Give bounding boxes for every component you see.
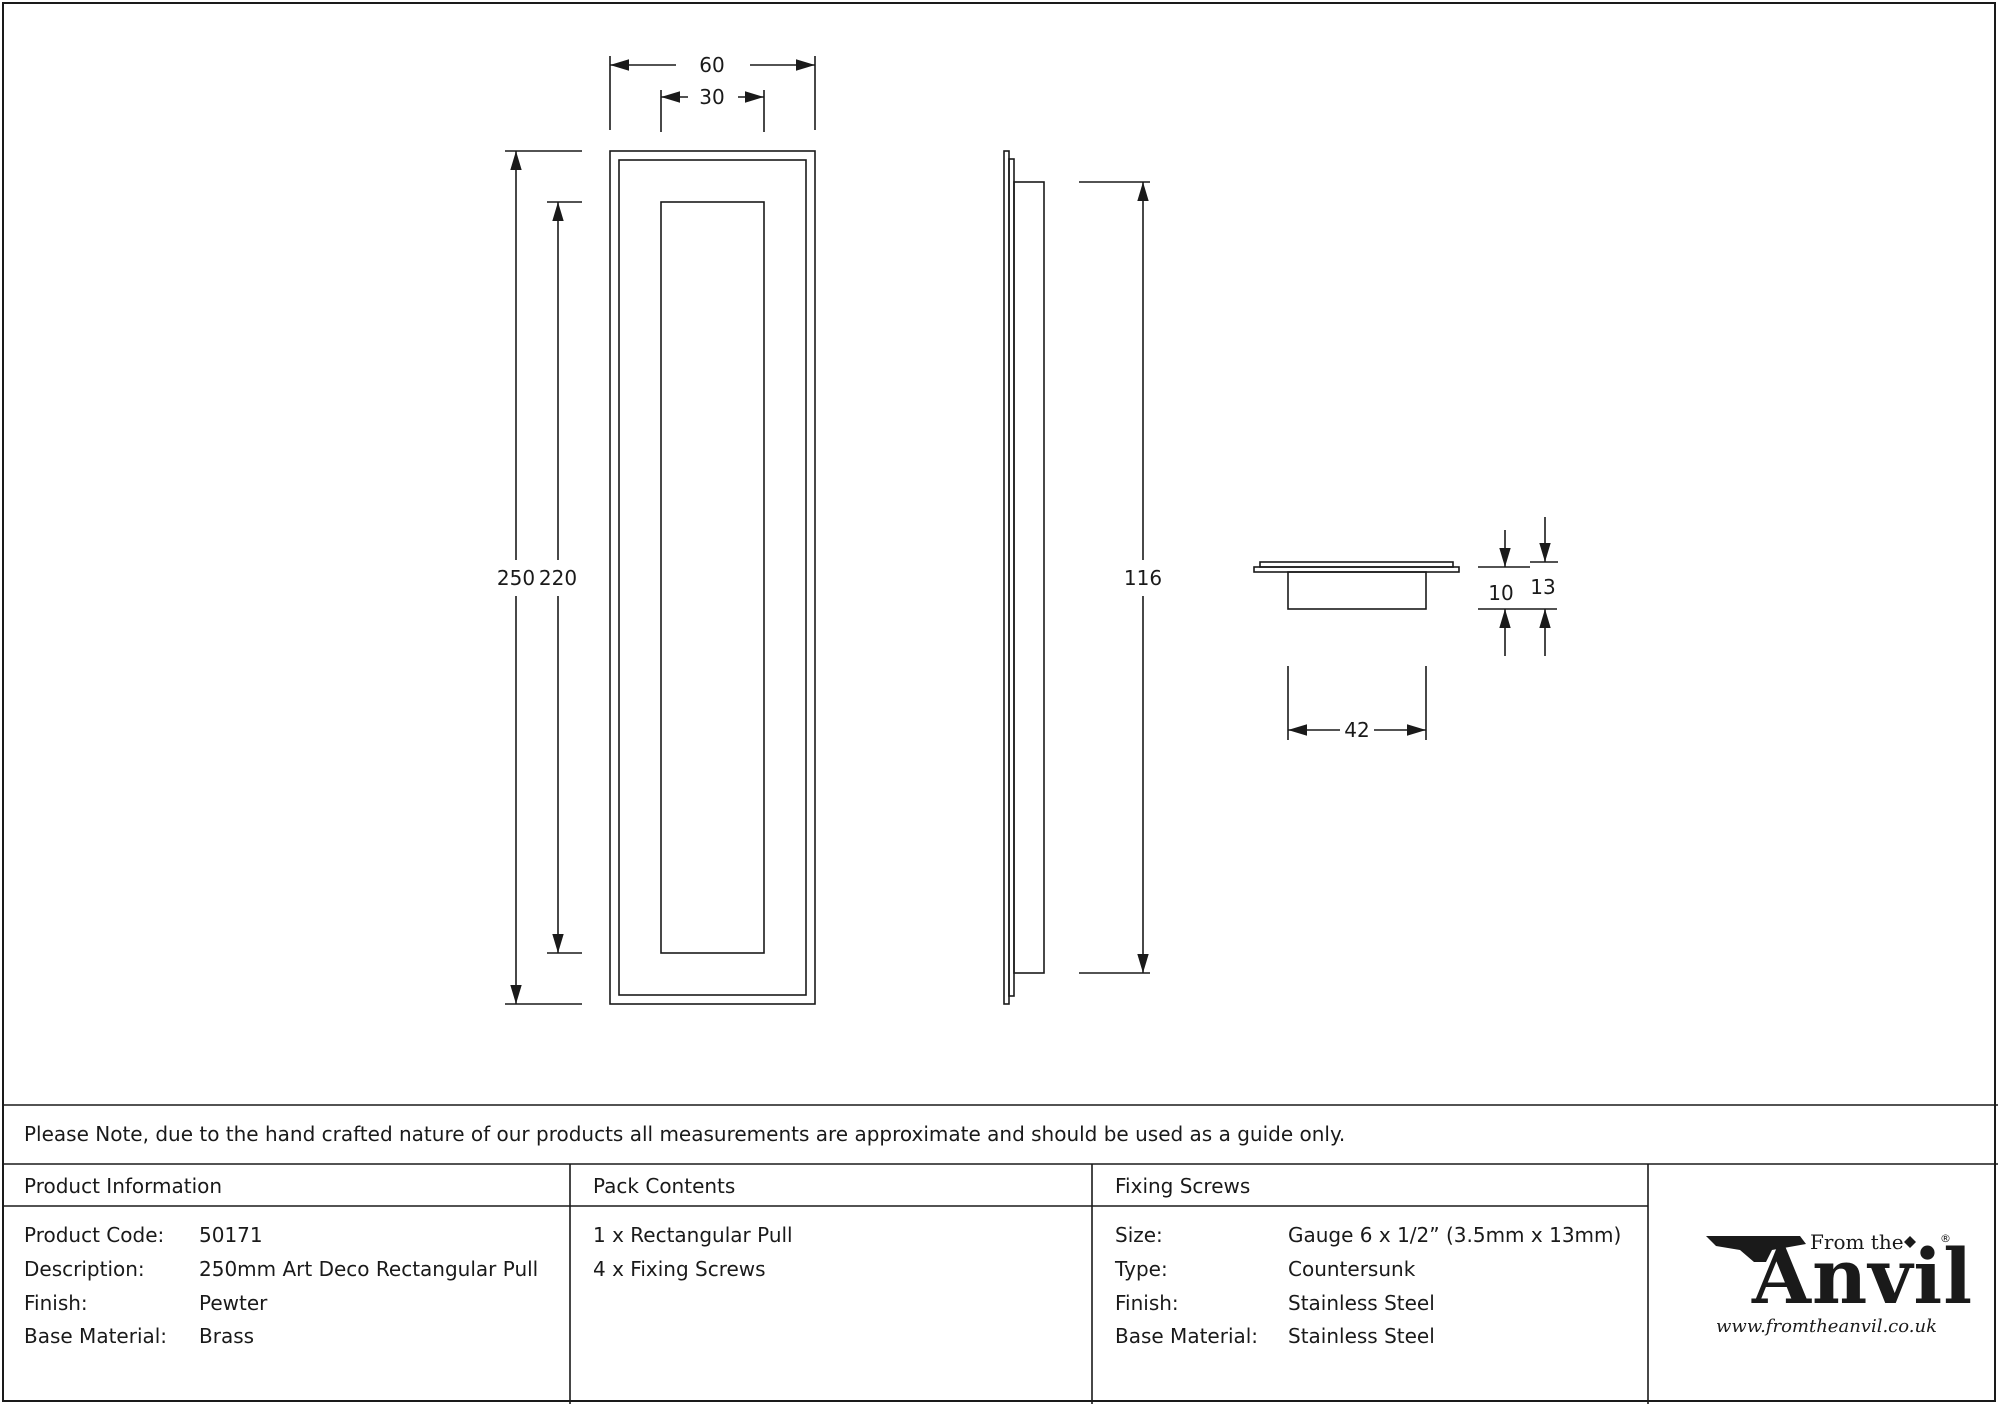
fixing-screws-heading: Fixing Screws (1115, 1174, 1251, 1198)
dim-text-10: 10 (1488, 581, 1513, 605)
dim-text-13: 13 (1530, 575, 1555, 599)
base-material-label: Base Material: (24, 1324, 168, 1348)
product-info-heading: Product Information (24, 1174, 223, 1198)
anvil-logo-icon (1706, 1236, 1916, 1262)
dim-text-30: 30 (699, 85, 724, 109)
screw-base-material-value: Stainless Steel (1288, 1324, 1435, 1348)
title-block-lines (2, 1104, 1998, 1404)
screw-finish-value: Stainless Steel (1288, 1291, 1435, 1315)
finish-label: Finish: (24, 1291, 88, 1315)
disclaimer-note: Please Note, due to the hand crafted nat… (24, 1122, 1346, 1146)
pack-item: 1 x Rectangular Pull (593, 1223, 793, 1247)
description-label: Description: (24, 1257, 145, 1281)
logo-registered-mark: ® (1940, 1232, 1951, 1245)
dim-text-250: 250 (497, 566, 535, 590)
logo-from-the: From the (1810, 1230, 1904, 1254)
screw-type-label: Type: (1115, 1257, 1168, 1281)
screw-finish-label: Finish: (1115, 1291, 1179, 1315)
product-code-value: 50171 (199, 1223, 263, 1247)
base-material-value: Brass (199, 1324, 255, 1348)
side-view (1003, 150, 1150, 1005)
screw-size-label: Size: (1115, 1223, 1163, 1247)
screw-type-value: Countersunk (1288, 1257, 1416, 1281)
dim-text-42: 42 (1344, 718, 1369, 742)
logo-anvil-word: Anvil (1752, 1232, 1974, 1321)
screw-size-value: Gauge 6 x 1/2” (3.5mm x 13mm) (1288, 1223, 1622, 1247)
dim-text-116: 116 (1124, 566, 1162, 590)
front-view (609, 150, 816, 1005)
description-value: 250mm Art Deco Rectangular Pull (199, 1257, 539, 1281)
product-code-label: Product Code: (24, 1223, 165, 1247)
pack-contents-heading: Pack Contents (593, 1174, 736, 1198)
dim-text-220: 220 (539, 566, 577, 590)
pack-item: 4 x Fixing Screws (593, 1257, 766, 1281)
screw-base-material-label: Base Material: (1115, 1324, 1259, 1348)
finish-value: Pewter (199, 1291, 268, 1315)
dim-text-60: 60 (699, 53, 724, 77)
logo-website-url: www.fromtheanvil.co.uk (1716, 1316, 1938, 1337)
